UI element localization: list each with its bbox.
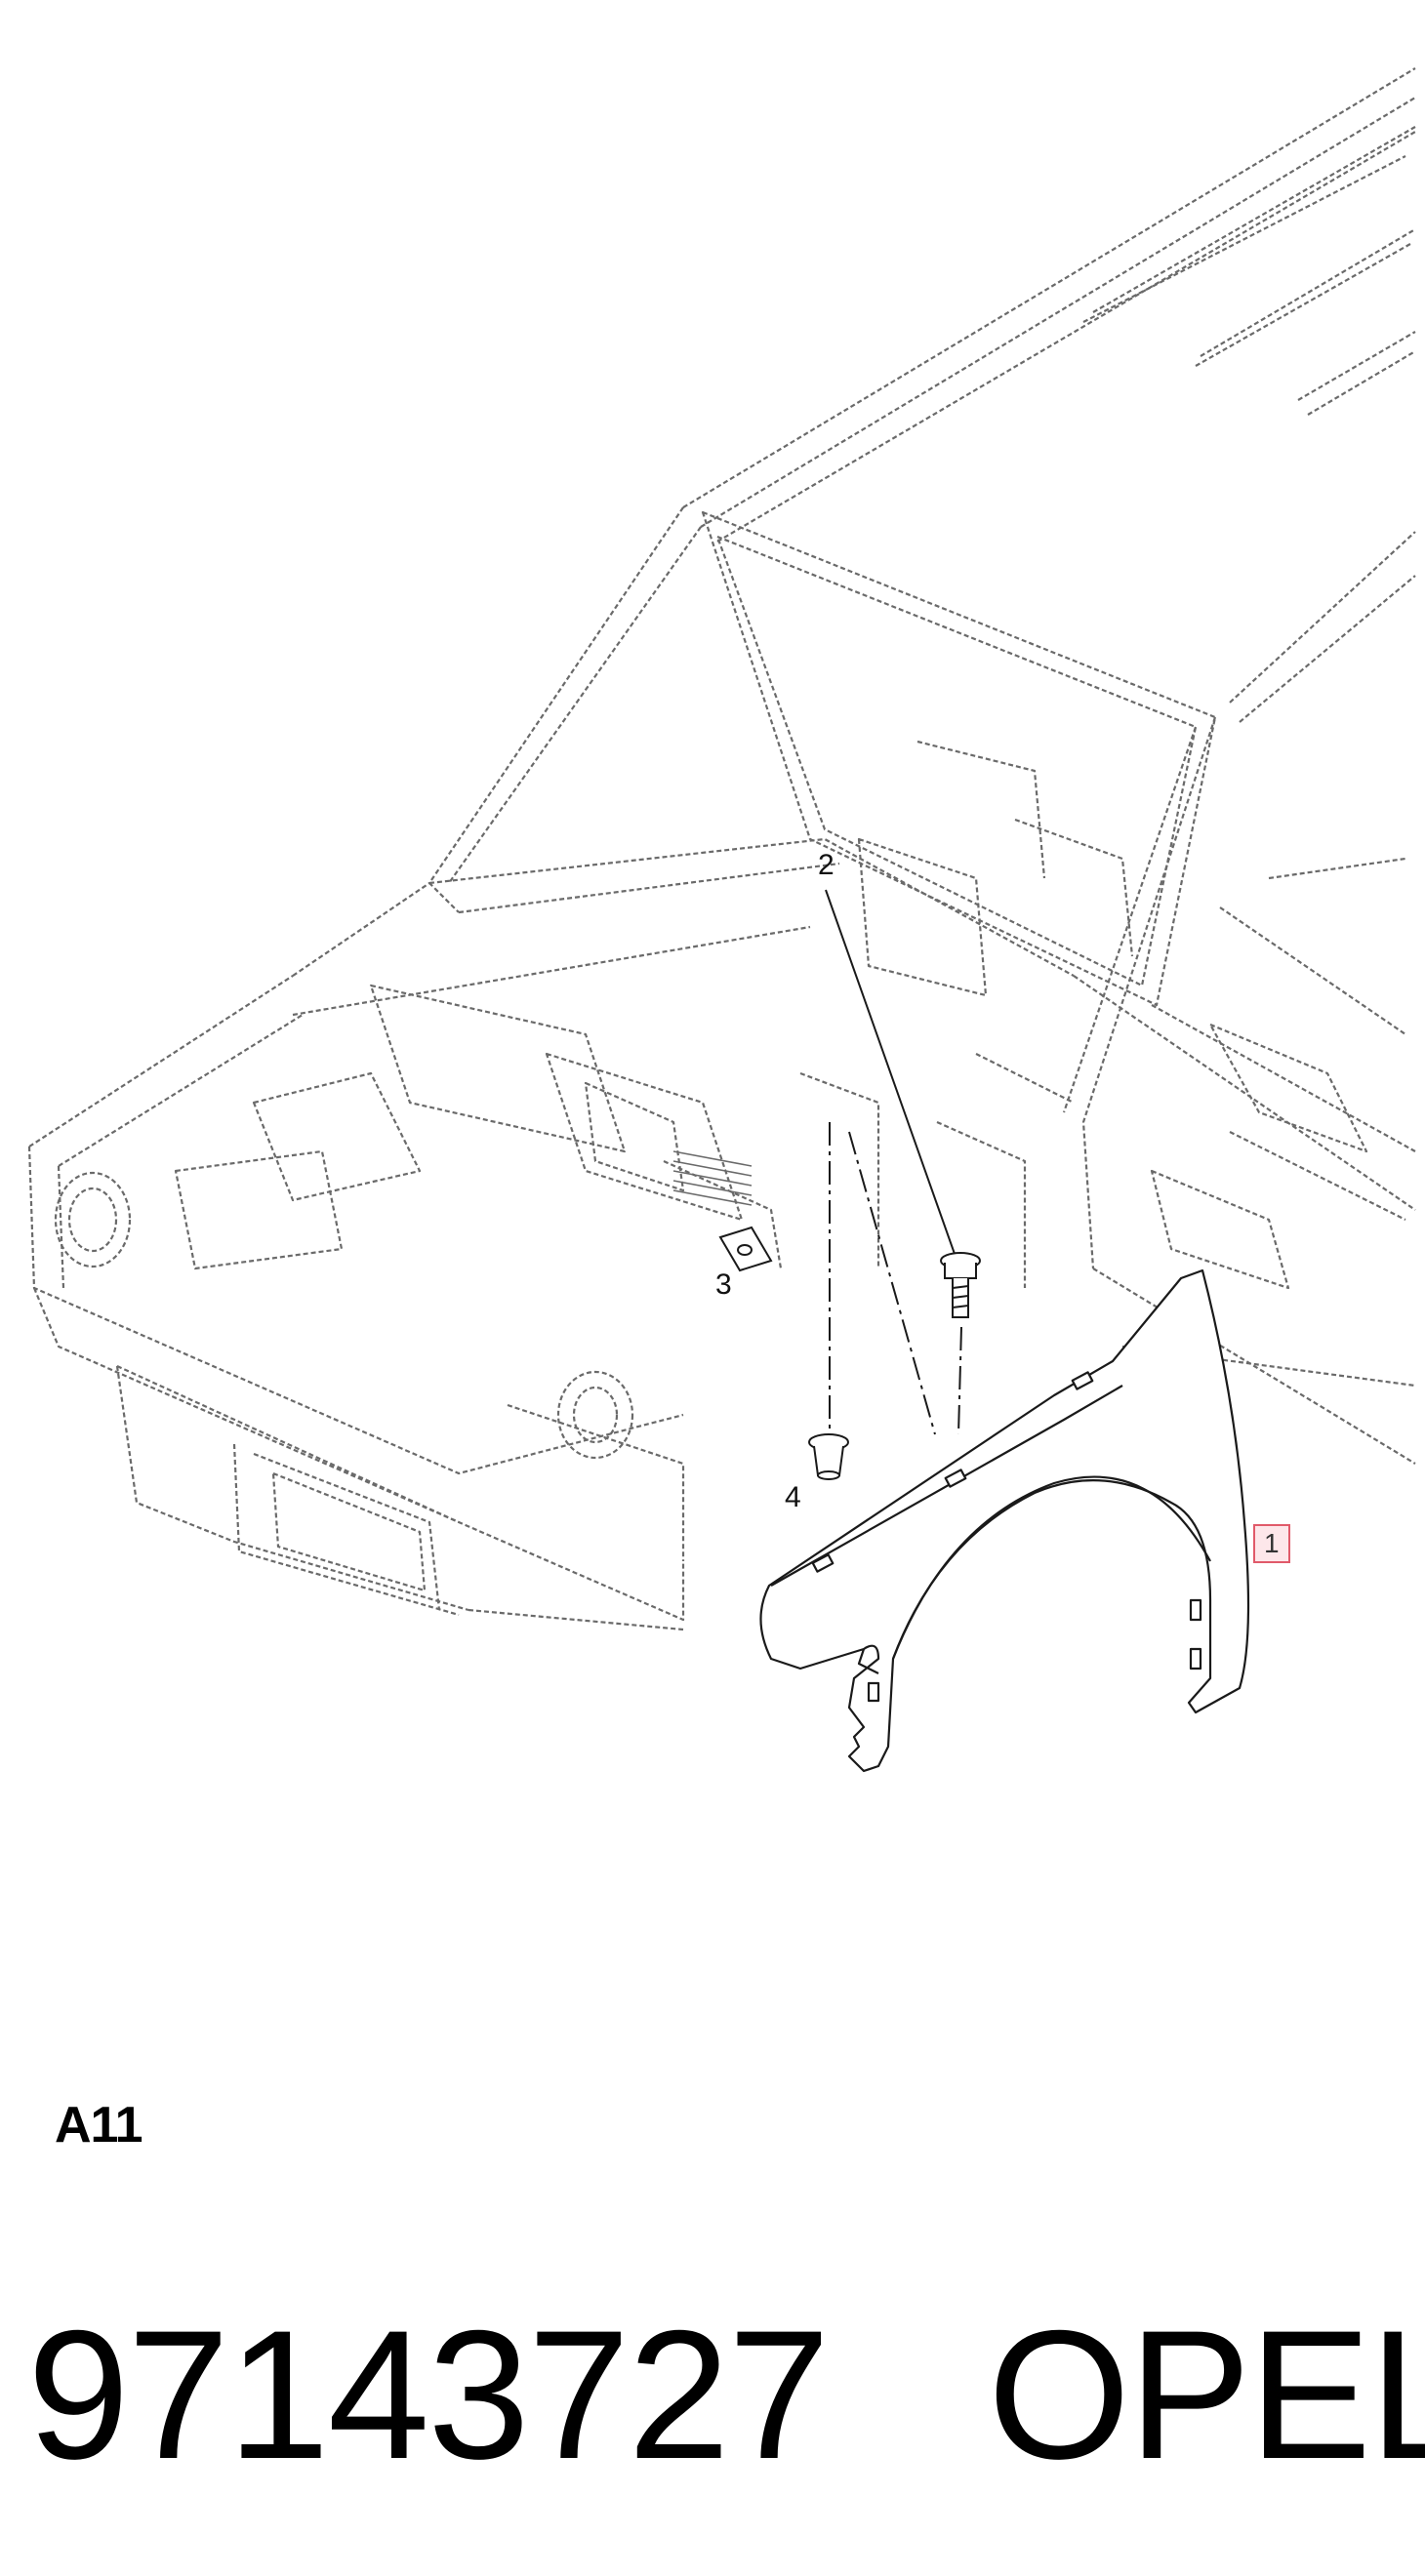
grille-vents [672, 1150, 753, 1206]
callout-fender: 1 [1253, 1524, 1290, 1563]
push-grommet-icon [808, 1433, 849, 1480]
clip-nut-icon [718, 1226, 773, 1272]
callout-bolt: 2 [818, 849, 835, 881]
brand-name: OPEL [988, 2292, 1425, 2497]
callout-clip-nut: 3 [715, 1268, 732, 1301]
vehicle-body-outline-icon [27, 67, 1416, 1631]
callout-grommet: 4 [785, 1481, 801, 1513]
part-number: 97143727 [27, 2292, 830, 2497]
section-code: A11 [55, 2097, 143, 2153]
front-fender-icon [759, 1268, 1250, 1773]
leader-lines [825, 889, 962, 1435]
flange-bolt-icon [940, 1252, 981, 1318]
